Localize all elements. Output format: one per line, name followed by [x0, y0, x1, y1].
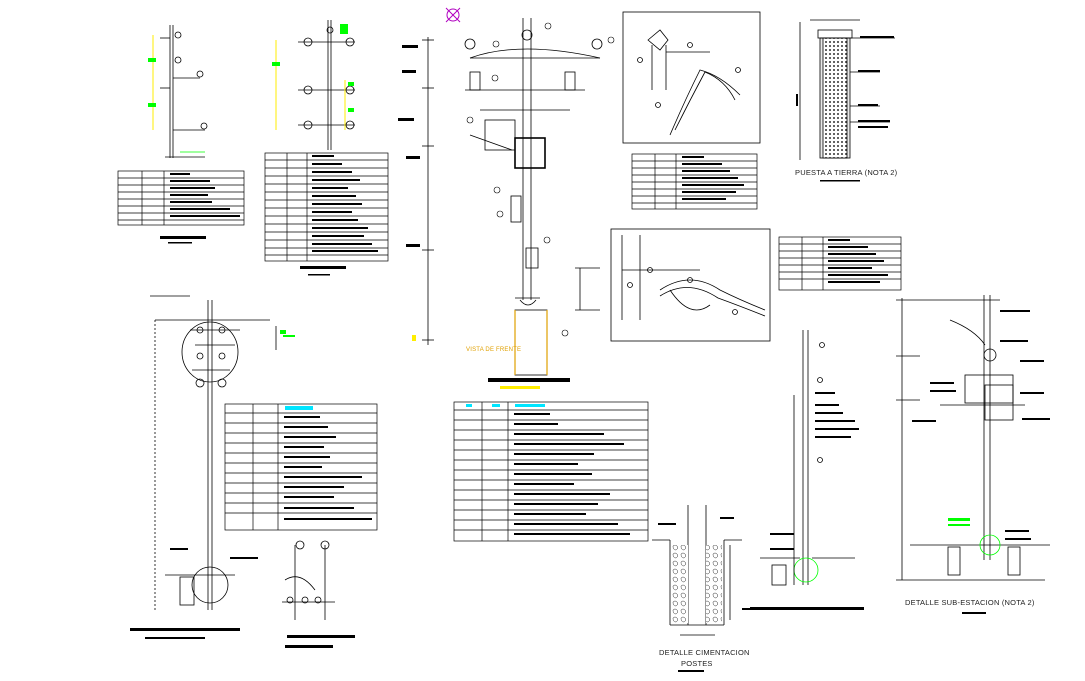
detail-box-middle-table	[778, 236, 902, 291]
cimentacion-drawing	[652, 505, 742, 636]
pararrayos-bars	[750, 392, 864, 610]
armado-tipo-3-table	[224, 403, 378, 531]
central-table-bars	[466, 404, 630, 535]
central-pole-titles	[488, 378, 570, 389]
compass-symbol	[445, 7, 461, 23]
armado-tipo-2-table	[264, 152, 389, 262]
detalle-cimentacion-label: DETALLE CIMENTACION	[659, 648, 750, 657]
detalle-bajante-drawing	[282, 540, 335, 620]
central-table	[453, 401, 649, 542]
detalle-subestacion-label: DETALLE SUB-ESTACION (NOTA 2)	[905, 598, 1035, 607]
armado-tipo-2-bars	[300, 155, 378, 276]
detail-box-top	[622, 11, 761, 144]
puesta-tierra-drawing	[799, 19, 895, 160]
postes-label: POSTES	[681, 659, 713, 668]
detail-box-middle-table-bars	[828, 239, 888, 283]
puesta-tierra-label: PUESTA A TIERRA (NOTA 2)	[795, 168, 898, 177]
subestacion-drawing	[896, 295, 1050, 581]
detail-box-middle	[610, 228, 771, 342]
central-pole-dimension-line	[422, 37, 434, 345]
detail-box-top-table	[631, 153, 758, 210]
detalle-bajante-bars	[285, 635, 355, 648]
armado-tipo-3-drawing	[150, 295, 277, 610]
vista-frente-label: VISTA DE FRENTE	[466, 347, 522, 353]
puesta-tierra-bars	[796, 36, 894, 182]
subestacion-bars	[912, 310, 1050, 614]
detail-box-top-table-bars	[682, 156, 744, 200]
central-pole-dim-labels	[398, 45, 420, 341]
armado-tipo-3-bars	[130, 406, 372, 639]
armado-tipo-3-highlights	[280, 330, 295, 337]
armado-tipo-1-bars	[160, 173, 240, 244]
armado-tipo-1-drawing	[148, 25, 208, 158]
central-pole-drawing	[464, 18, 603, 376]
central-pole-callouts	[466, 22, 615, 337]
armado-tipo-1-table	[117, 170, 245, 226]
pararrayos-drawing	[760, 330, 855, 586]
armado-tipo-2-drawing	[272, 20, 355, 150]
